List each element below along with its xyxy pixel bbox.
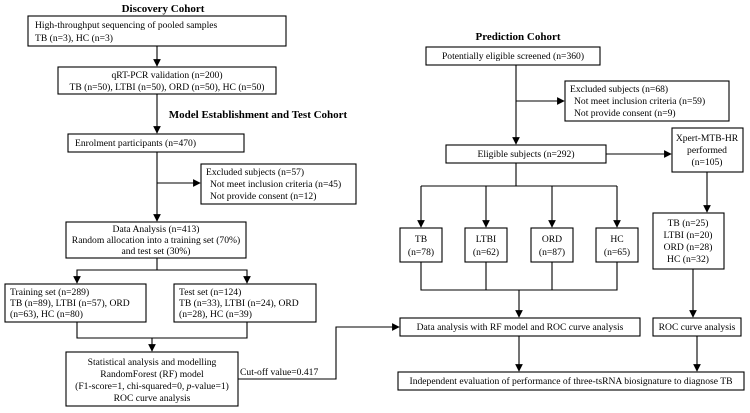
connector-groups-merge — [420, 262, 618, 291]
box-sequencing-line2: TB (n=3), HC (n=3) — [35, 33, 113, 44]
box-enrolment-line1: Enrolment participants (n=470) — [75, 138, 196, 149]
box-modelling-line1: Statistical analysis and modelling — [88, 357, 217, 368]
box-roc-line1: ROC curve analysis — [659, 322, 736, 333]
box-group-ltbi: LTBI (n=62) — [464, 227, 508, 263]
box-test-line3: (n=28), HC (n=39) — [179, 309, 252, 320]
box-group-hc-line1: HC — [610, 234, 623, 245]
box-group-ord-line2: (n=87) — [539, 247, 565, 258]
box-enrolment: Enrolment participants (n=470) — [67, 133, 245, 153]
box-test-line1: Test set (n=124) — [179, 287, 241, 298]
box-group-tb: TB (n=78) — [399, 227, 443, 263]
box-xpert-groups: TB (n=25) LTBI (n=20) ORD (n=28) HC (n=3… — [652, 212, 725, 270]
edge-label-cutoff: Cut-off value=0.417 — [240, 367, 318, 378]
heading-model-cohort: Model Establishment and Test Cohort — [169, 109, 348, 121]
box-group-ltbi-line1: LTBI — [476, 234, 496, 245]
box-qrtpcr-line2: TB (n=50), LTBI (n=50), ORD (n=50), HC (… — [69, 82, 264, 93]
arrow-data-analysis-to-test — [157, 269, 251, 284]
box-xpert: Xpert-MTB-HR performed (n=105) — [671, 127, 744, 173]
box-test-line2: TB (n=33), LTBI (n=24), ORD — [179, 298, 299, 309]
box-data-analysis-line3: and test set (30%) — [121, 246, 190, 257]
box-test-set: Test set (n=124) TB (n=33), LTBI (n=24),… — [173, 283, 317, 323]
box-excluded-model-line3: Not provide consent (n=12) — [210, 191, 316, 202]
box-excluded-pred-line1: Excluded subjects (n=68) — [570, 84, 668, 95]
heading-discovery-cohort: Discovery Cohort — [122, 3, 205, 15]
box-excluded-pred-line3: Not provide consent (n=9) — [574, 108, 676, 119]
box-group-hc: HC (n=65) — [595, 227, 639, 263]
box-screened: Potentially eligible screened (n=360) — [425, 46, 601, 66]
arrow-data-analysis-to-training — [73, 258, 158, 284]
box-independent-line1: Independent evaluation of performance of… — [410, 376, 733, 387]
box-excluded-model-line2: Not meet inclusion criteria (n=45) — [210, 179, 341, 190]
box-group-tb-line2: (n=78) — [408, 247, 434, 258]
box-excluded-model: Excluded subjects (n=57) Not meet inclus… — [200, 163, 357, 205]
box-modelling-line4: ROC curve analysis — [114, 393, 191, 404]
box-modelling: Statistical analysis and modelling Rando… — [65, 351, 239, 407]
box-xpert-line1: Xpert-MTB-HR — [676, 133, 739, 144]
box-training-set: Training set (n=289) TB (n=89), LTBI (n=… — [4, 283, 147, 323]
box-group-ord: ORD (n=87) — [530, 227, 574, 263]
box-xpert-groups-line1: TB (n=25) — [668, 218, 709, 229]
box-rf-analysis: Data analysis with RF model and ROC curv… — [399, 317, 641, 337]
box-modelling-line2: RandomForest (RF) model — [100, 369, 204, 380]
box-excluded-pred: Excluded subjects (n=68) Not meet inclus… — [564, 80, 730, 122]
box-group-ord-line1: ORD — [542, 234, 562, 245]
box-data-analysis: Data Analysis (n=413) Random allocation … — [65, 221, 247, 259]
arrow-modelling-to-rf-analysis — [238, 323, 400, 380]
box-training-line1: Training set (n=289) — [10, 287, 89, 298]
box-training-line3: (n=63), HC (n=80) — [10, 309, 83, 320]
box-independent: Independent evaluation of performance of… — [397, 371, 745, 391]
box-sequencing: High-throughput sequencing of pooled sam… — [27, 15, 287, 47]
box-xpert-groups-line4: HC (n=32) — [667, 254, 709, 265]
connector-training-test-merge — [76, 322, 248, 339]
box-roc: ROC curve analysis — [652, 317, 742, 337]
box-data-analysis-line2: Random allocation into a training set (7… — [72, 235, 240, 246]
box-xpert-groups-line3: ORD (n=28) — [664, 242, 713, 253]
box-screened-line1: Potentially eligible screened (n=360) — [442, 51, 584, 62]
box-group-tb-line1: TB — [415, 234, 427, 245]
box-excluded-pred-line2: Not meet inclusion criteria (n=59) — [574, 96, 705, 107]
box-eligible: Eligible subjects (n=292) — [445, 144, 607, 164]
heading-prediction-cohort: Prediction Cohort — [475, 31, 560, 43]
box-eligible-line1: Eligible subjects (n=292) — [477, 149, 574, 160]
box-group-hc-line2: (n=65) — [604, 247, 630, 258]
box-xpert-line3: (n=105) — [692, 157, 723, 168]
box-excluded-model-line1: Excluded subjects (n=57) — [206, 167, 304, 178]
box-xpert-line2: performed — [687, 145, 727, 156]
box-data-analysis-line1: Data Analysis (n=413) — [113, 224, 200, 235]
box-qrtpcr: qRT-PCR validation (n=200) TB (n=50), LT… — [57, 66, 277, 95]
box-group-ltbi-line2: (n=62) — [473, 247, 499, 258]
box-modelling-line3: (F1-score=1, chi-squared=0, p-value=1) — [75, 381, 229, 392]
box-sequencing-line1: High-throughput sequencing of pooled sam… — [35, 20, 218, 31]
box-xpert-groups-line2: LTBI (n=20) — [663, 230, 712, 241]
box-training-line2: TB (n=89), LTBI (n=57), ORD — [10, 298, 130, 309]
box-rf-analysis-line1: Data analysis with RF model and ROC curv… — [417, 322, 624, 333]
box-qrtpcr-line1: qRT-PCR validation (n=200) — [111, 70, 222, 81]
